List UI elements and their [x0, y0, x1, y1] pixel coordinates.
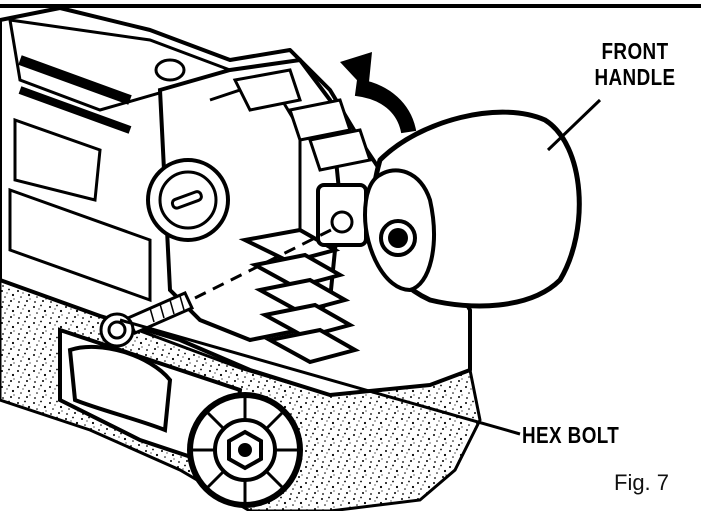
housing-lower-panel [8, 187, 152, 303]
front-handle-callout: FRONT HANDLE [578, 38, 693, 90]
bolt-alignment-dashes [194, 226, 336, 300]
housing-vent-slot-2 [18, 86, 132, 134]
bolt-hole [330, 210, 354, 234]
roller-wheel-spokes [190, 395, 300, 505]
rotation-arrow-head [340, 52, 372, 92]
tracking-knob-slot [170, 190, 203, 210]
lever-block-3 [308, 128, 372, 172]
housing-vent-slot-1 [18, 55, 132, 105]
front-handle-leader-line [546, 98, 602, 152]
hex-bolt-leader-line [119, 318, 521, 436]
front-handle-callout-line2: HANDLE [594, 64, 676, 90]
top-knob [154, 58, 186, 82]
roller-body [67, 344, 173, 433]
figure-label: Fig. 7 [614, 470, 670, 495]
rotation-arrow [354, 78, 417, 134]
lever-block-2 [288, 98, 352, 142]
front-handle-callout-line1: FRONT [601, 38, 669, 64]
hex-bolt-callout: HEX BOLT [522, 422, 620, 448]
lever-block-1 [232, 68, 302, 112]
front-handle-bolt-core [388, 228, 408, 248]
housing-side-panel [13, 117, 102, 202]
